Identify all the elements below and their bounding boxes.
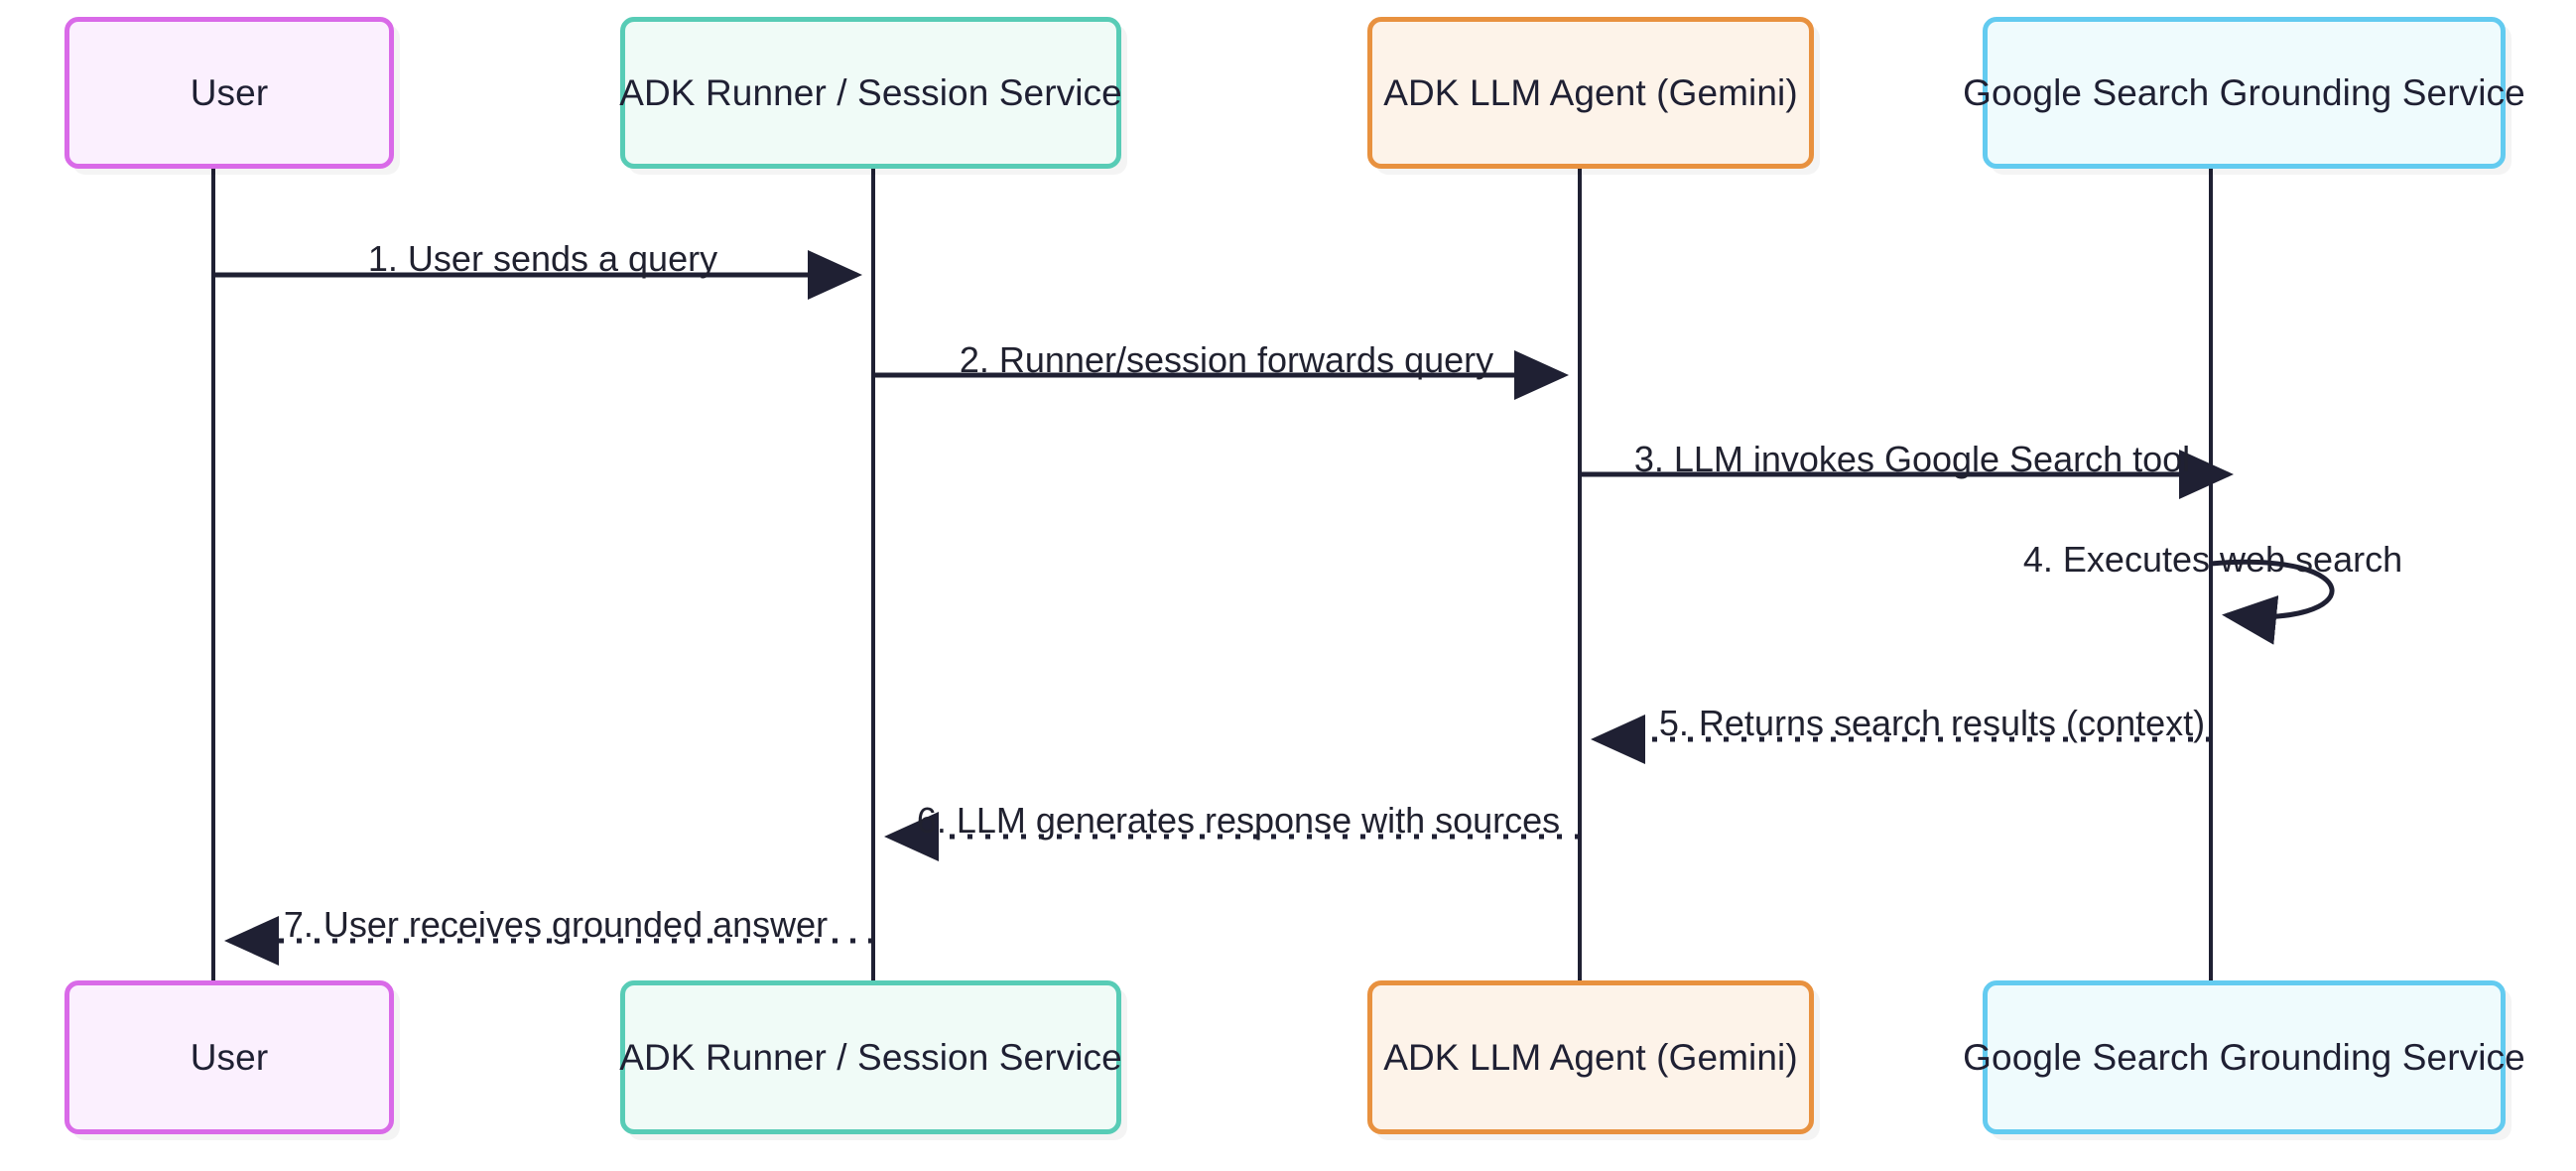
participant-label-search: Google Search Grounding Service <box>1963 1037 2525 1078</box>
participant-box-user-bottom[interactable]: User <box>64 980 394 1134</box>
message-label-5: 5. Returns search results (context) <box>1658 703 2206 743</box>
message-label-7: 7. User receives grounded answer <box>283 904 829 945</box>
message-label-3: 3. LLM invokes Google Search tool <box>1633 439 2191 479</box>
participant-box-user-top[interactable]: User <box>64 17 394 169</box>
participant-box-runner-top[interactable]: ADK Runner / Session Service <box>619 17 1122 169</box>
participant-box-agent-bottom[interactable]: ADK LLM Agent (Gemini) <box>1367 980 1814 1134</box>
participant-label-runner: ADK Runner / Session Service <box>619 72 1122 113</box>
participant-box-search-bottom[interactable]: Google Search Grounding Service <box>1963 980 2525 1134</box>
message-label-4: 4. Executes web search <box>2022 539 2403 580</box>
lifelines-group <box>211 169 2213 980</box>
message-arrows-group <box>213 250 2335 966</box>
participant-label-search: Google Search Grounding Service <box>1963 72 2525 113</box>
participant-box-runner-bottom[interactable]: ADK Runner / Session Service <box>619 980 1122 1134</box>
participant-label-runner: ADK Runner / Session Service <box>619 1037 1122 1078</box>
participant-label-user: User <box>190 72 269 113</box>
message-label-2: 2. Runner/session forwards query <box>959 339 1494 380</box>
participant-box-search-top[interactable]: Google Search Grounding Service <box>1963 17 2525 169</box>
participant-label-agent: ADK LLM Agent (Gemini) <box>1383 72 1798 113</box>
message-arrow-4 <box>2210 559 2335 645</box>
message-label-1: 1. User sends a query <box>367 238 718 279</box>
participant-label-agent: ADK LLM Agent (Gemini) <box>1383 1037 1798 1078</box>
message-label-6: 6. LLM generates response with sources <box>916 800 1561 841</box>
participant-box-agent-top[interactable]: ADK LLM Agent (Gemini) <box>1367 17 1814 169</box>
participant-label-user: User <box>190 1037 269 1078</box>
